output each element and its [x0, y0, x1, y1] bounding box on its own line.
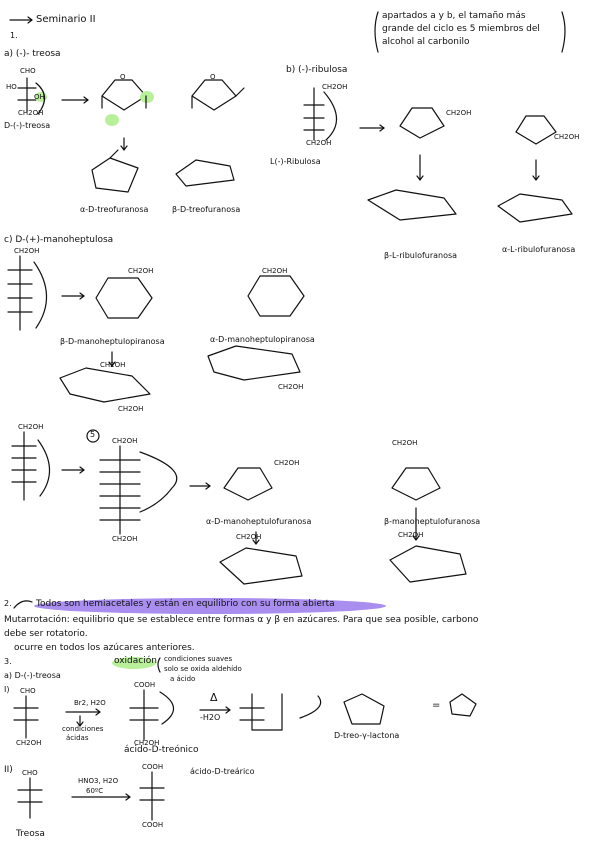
page-title: Seminario II — [36, 14, 96, 25]
tartaric-acid-name: ácido-D-treárico — [190, 767, 255, 776]
delta-symbol: Δ — [210, 691, 218, 704]
section-1c-label: c) D-(+)-manoheptulosa — [4, 235, 114, 245]
reagent-hno3: HNO3, H2O — [78, 777, 119, 785]
label-ch2oh-d4: CH2OH — [274, 459, 300, 467]
label-o: O — [120, 73, 126, 81]
label-ch2oh-3b: CH2OH — [134, 739, 160, 747]
note-line-2: grande del ciclo es 5 miembros del — [382, 24, 540, 34]
label-ch2oh-c3: CH2OH — [262, 267, 288, 275]
section-3a-label: a) D-(-)-treosa — [4, 671, 61, 680]
label-ch2oh-c: CH2OH — [14, 247, 40, 255]
label-ch2oh-c6: CH2OH — [278, 383, 304, 391]
condition-1: condiciones suaves — [164, 655, 233, 663]
label-ch2oh-d2: CH2OH — [112, 437, 138, 445]
section-3-number: 3. — [4, 657, 12, 666]
acid-name: ácido-D-treónico — [124, 745, 199, 755]
label-ch2oh-c4: CH2OH — [100, 361, 126, 369]
label-ch2oh-3: CH2OH — [16, 739, 42, 747]
label-cooh-3: COOH — [134, 681, 156, 689]
label-cooh-5: COOH — [142, 821, 164, 829]
section-2-line-1: Mutarrotación: equilibrio que se estable… — [4, 615, 479, 625]
label-oh: OH — [34, 93, 45, 101]
label-ch2oh-b2: CH2OH — [306, 139, 332, 147]
section-1b-label: b) (-)-ribulosa — [286, 65, 348, 75]
acid-conditions-2: ácidas — [66, 734, 89, 742]
label-ch2oh-d6: CH2OH — [236, 533, 262, 541]
label-o-2: O — [210, 73, 216, 81]
alpha-treofuranosa: α-D-treofuranosa — [80, 205, 149, 214]
equals-sign: = — [432, 700, 441, 711]
label-cooh-4: COOH — [142, 763, 164, 771]
alpha-ribulofuranosa: α-L-ribulofuranosa — [502, 245, 576, 254]
section-2-line-3: ocurre en todos los azúcares anteriores. — [14, 643, 195, 653]
section-2-highlight: Todos son hemiacetales y están en equili… — [36, 599, 335, 609]
condition-2: solo se oxida aldehído — [164, 665, 242, 673]
label-ho: HO — [6, 83, 17, 91]
minus-water: -H2O — [200, 713, 221, 722]
label-ch2oh-c5: CH2OH — [118, 405, 144, 413]
label-ch2oh-d: CH2OH — [18, 423, 44, 431]
label-ch2oh: CH2OH — [18, 109, 44, 117]
label-ch2oh-b4: CH2OH — [554, 133, 580, 141]
label-cho: CHO — [20, 67, 36, 75]
label-ch2oh-b: CH2OH — [322, 83, 348, 91]
alpha-manoheptulofuranosa: α-D-manoheptulofuranosa — [206, 517, 312, 526]
step-ii-label: II) — [4, 765, 13, 775]
note-line-3: alcohol al carbonilo — [382, 37, 470, 47]
temperature: 60ºC — [86, 787, 104, 795]
lactone-name: D-treo-γ-lactona — [334, 731, 400, 740]
beta-treofuranosa: β-D-treofuranosa — [172, 205, 241, 214]
alpha-manoheptulopiranosa: α-D-manoheptulopiranosa — [210, 335, 315, 344]
circled-5: 5 — [90, 430, 96, 439]
treosa-label: Treosa — [16, 829, 45, 839]
condition-3: a ácido — [170, 675, 196, 683]
section-1-number: 1. — [10, 31, 18, 40]
section-1a-label: a) (-)- treosa — [4, 49, 61, 59]
label-ch2oh-c2: CH2OH — [128, 267, 154, 275]
section-2-line-2: debe ser rotatorio. — [4, 629, 88, 639]
section-2-number: 2. — [4, 599, 12, 608]
beta-manoheptulopiranosa: β-D-manoheptulopiranosa — [60, 337, 165, 346]
acid-conditions-1: condiciones — [62, 725, 104, 733]
label-cho-3: CHO — [20, 687, 36, 695]
section-1a-sub: D-(-)-treosa — [4, 121, 51, 130]
step-i-label: I) — [4, 685, 10, 694]
section-1b-sub: L(-)-Ribulosa — [270, 157, 321, 166]
oxidation-label: oxidación — [114, 656, 157, 666]
note-line-1: apartados a y b, el tamaño más — [382, 11, 526, 21]
label-ch2oh-d3: CH2OH — [112, 535, 138, 543]
label-ch2oh-b3: CH2OH — [446, 109, 472, 117]
beta-ribulofuranosa: β-L-ribulofuranosa — [384, 251, 458, 260]
beta-manoheptulofuranosa: β-manoheptulofuranosa — [384, 517, 481, 526]
label-ch2oh-d7: CH2OH — [398, 531, 424, 539]
reagent-br2: Br2, H2O — [74, 699, 106, 707]
label-cho-4: CHO — [22, 769, 38, 777]
label-ch2oh-d5: CH2OH — [392, 439, 418, 447]
